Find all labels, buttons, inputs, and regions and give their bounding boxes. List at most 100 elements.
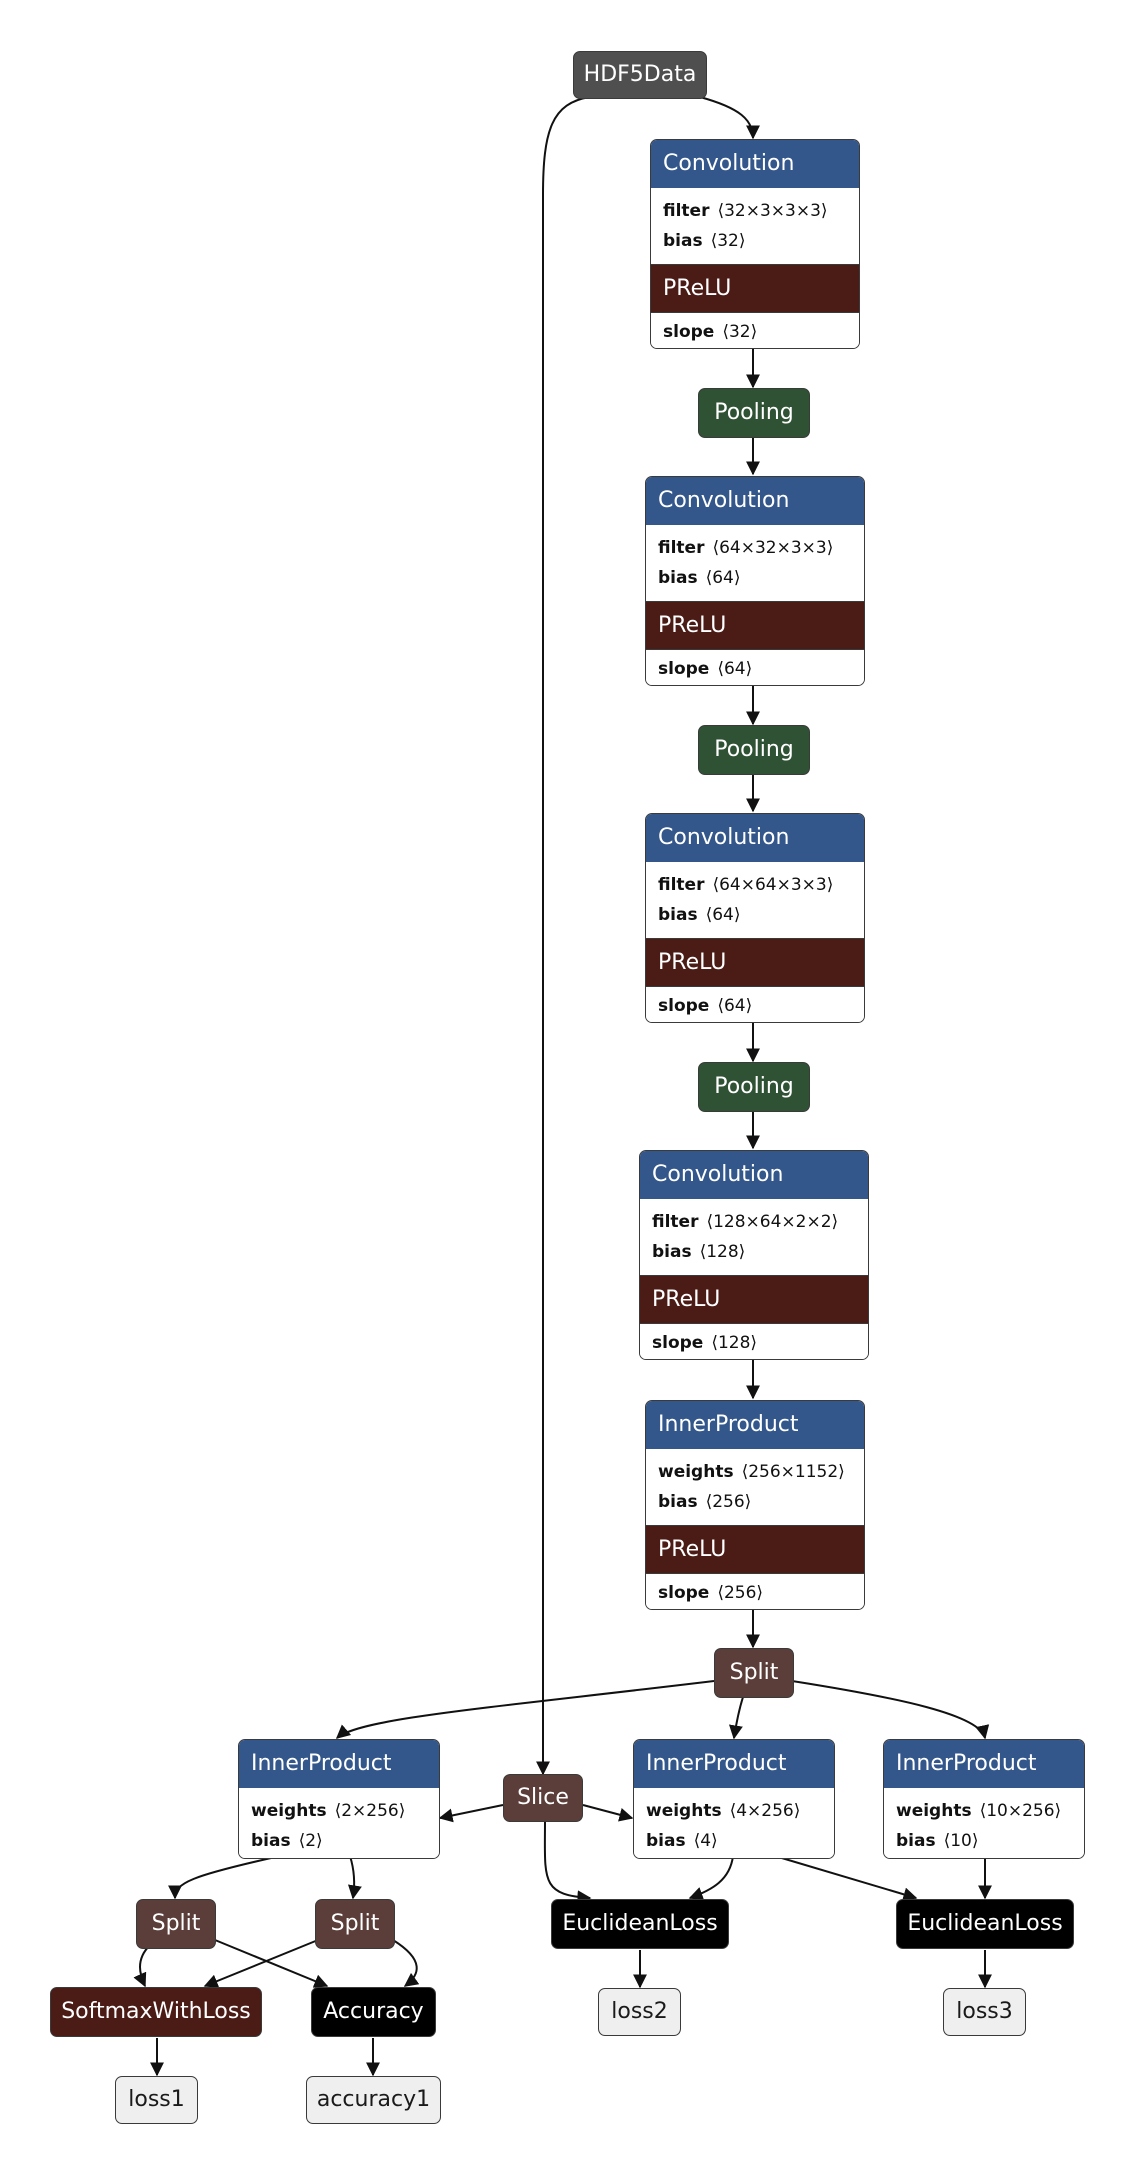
slope-shape: ⟨64⟩ bbox=[717, 658, 753, 679]
hdf5data-node[interactable]: HDF5Data bbox=[573, 51, 707, 99]
split-a-node[interactable]: Split bbox=[136, 1899, 216, 1949]
edge-split-a-softmax bbox=[133, 1944, 151, 1988]
innerproduct-fc-params: weights⟨256×1152⟩ bias⟨256⟩ bbox=[646, 1449, 864, 1525]
innerproduct-cls-type: InnerProduct bbox=[251, 1751, 392, 1776]
prelu-5-header: PReLU bbox=[646, 1525, 864, 1573]
edge-ipbbox-euc2 bbox=[774, 1855, 918, 1902]
param-name: slope bbox=[658, 1582, 710, 1603]
param-name: weights bbox=[658, 1461, 734, 1482]
convolution-4-params: filter⟨128×64×2×2⟩ bias⟨128⟩ bbox=[640, 1199, 868, 1275]
accuracy-node[interactable]: Accuracy bbox=[311, 1987, 436, 2037]
pooling-2-label: Pooling bbox=[714, 737, 794, 762]
bias-shape: ⟨64⟩ bbox=[705, 904, 741, 925]
convolution-3-params: filter ⟨64×64×3×3⟩ bias ⟨64⟩ bbox=[646, 862, 864, 938]
filter-shape: ⟨128×64×2×2⟩ bbox=[706, 1211, 839, 1232]
param-name: filter bbox=[663, 200, 710, 221]
innerproduct-bbox-header: InnerProduct bbox=[634, 1740, 834, 1788]
loss2-label: loss2 bbox=[611, 1999, 668, 2024]
param-name: filter bbox=[652, 1211, 699, 1232]
euclidean-loss-1-node[interactable]: EuclideanLoss bbox=[551, 1899, 729, 1949]
param-name: bias bbox=[658, 567, 698, 588]
slice-node[interactable]: Slice bbox=[503, 1774, 583, 1822]
slope-shape: ⟨32⟩ bbox=[722, 321, 758, 342]
param-name: filter bbox=[658, 874, 705, 895]
loss1-blob[interactable]: loss1 bbox=[115, 2076, 198, 2124]
convolution-1-params: filter⟨32×3×3×3⟩ bias⟨32⟩ bbox=[651, 188, 859, 264]
param-name: bias bbox=[663, 230, 703, 251]
edge-split-iplmk bbox=[791, 1680, 990, 1740]
edge-slice-ipbbox bbox=[582, 1804, 634, 1822]
prelu-2-params: slope ⟨64⟩ bbox=[646, 649, 864, 685]
innerproduct-fc-header: InnerProduct bbox=[646, 1401, 864, 1449]
edge-split-a-accuracy bbox=[214, 1939, 329, 1988]
innerproduct-bbox-params: weights⟨4×256⟩ bias⟨4⟩ bbox=[634, 1788, 834, 1858]
prelu-4-header: PReLU bbox=[640, 1275, 868, 1323]
innerproduct-landmark-node[interactable]: InnerProduct weights⟨10×256⟩ bias⟨10⟩ bbox=[883, 1739, 1085, 1859]
loss1-label: loss1 bbox=[128, 2087, 185, 2112]
edge-split-ipbbox bbox=[728, 1696, 744, 1740]
slope-shape: ⟨256⟩ bbox=[717, 1582, 764, 1603]
convolution-4-type: Convolution bbox=[652, 1162, 784, 1187]
convolution-1-type: Convolution bbox=[663, 151, 795, 176]
softmax-with-loss-label: SoftmaxWithLoss bbox=[61, 1999, 251, 2024]
filter-shape: ⟨64×64×3×3⟩ bbox=[712, 874, 834, 895]
accuracy1-blob[interactable]: accuracy1 bbox=[306, 2076, 441, 2124]
convolution-3-header: Convolution bbox=[646, 814, 864, 862]
param-name: slope bbox=[658, 995, 710, 1016]
loss3-blob[interactable]: loss3 bbox=[943, 1988, 1026, 2036]
convolution-4-node[interactable]: Convolution filter⟨128×64×2×2⟩ bias⟨128⟩… bbox=[639, 1150, 869, 1360]
bias-shape: ⟨2⟩ bbox=[298, 1830, 323, 1851]
euclidean-loss-2-label: EuclideanLoss bbox=[907, 1911, 1063, 1936]
param-name: slope bbox=[658, 658, 710, 679]
split-main-label: Split bbox=[729, 1660, 779, 1685]
convolution-3-type: Convolution bbox=[658, 825, 790, 850]
param-name: bias bbox=[251, 1830, 291, 1851]
accuracy-label: Accuracy bbox=[323, 1999, 424, 2024]
convolution-2-node[interactable]: Convolution filter ⟨64×32×3×3⟩ bias ⟨64⟩ P… bbox=[645, 476, 865, 686]
edge-ipbbox-euc1 bbox=[688, 1855, 734, 1901]
prelu-1-label: PReLU bbox=[663, 275, 732, 301]
param-name: bias bbox=[652, 1241, 692, 1262]
bias-shape: ⟨4⟩ bbox=[693, 1830, 718, 1851]
softmax-with-loss-node[interactable]: SoftmaxWithLoss bbox=[50, 1987, 262, 2037]
split-b-label: Split bbox=[330, 1911, 380, 1936]
convolution-2-header: Convolution bbox=[646, 477, 864, 525]
filter-shape: ⟨64×32×3×3⟩ bbox=[712, 537, 834, 558]
convolution-2-type: Convolution bbox=[658, 488, 790, 513]
euclidean-loss-2-node[interactable]: EuclideanLoss bbox=[896, 1899, 1074, 1949]
weights-shape: ⟨4×256⟩ bbox=[729, 1800, 801, 1821]
prelu-5-params: slope ⟨256⟩ bbox=[646, 1573, 864, 1609]
pooling-3-node[interactable]: Pooling bbox=[698, 1062, 810, 1112]
innerproduct-cls-header: InnerProduct bbox=[239, 1740, 439, 1788]
pooling-1-label: Pooling bbox=[714, 400, 794, 425]
loss2-blob[interactable]: loss2 bbox=[598, 1988, 681, 2036]
convolution-3-node[interactable]: Convolution filter ⟨64×64×3×3⟩ bias ⟨64⟩ P… bbox=[645, 813, 865, 1023]
edge-split-b-accuracy bbox=[392, 1939, 420, 1987]
split-b-node[interactable]: Split bbox=[315, 1899, 395, 1949]
convolution-1-header: Convolution bbox=[651, 140, 859, 188]
param-name: bias bbox=[646, 1830, 686, 1851]
innerproduct-bbox-type: InnerProduct bbox=[646, 1751, 787, 1776]
pooling-2-node[interactable]: Pooling bbox=[698, 725, 810, 775]
prelu-2-header: PReLU bbox=[646, 601, 864, 649]
param-name: slope bbox=[663, 321, 715, 342]
loss3-label: loss3 bbox=[956, 1999, 1013, 2024]
innerproduct-fc-type: InnerProduct bbox=[658, 1412, 799, 1437]
edge-ipcls-split-a bbox=[168, 1855, 281, 1900]
bias-shape: ⟨10⟩ bbox=[943, 1830, 979, 1851]
param-name: filter bbox=[658, 537, 705, 558]
split-main-node[interactable]: Split bbox=[714, 1648, 794, 1698]
innerproduct-fc-node[interactable]: InnerProduct weights⟨256×1152⟩ bias⟨256⟩… bbox=[645, 1400, 865, 1610]
innerproduct-bbox-node[interactable]: InnerProduct weights⟨4×256⟩ bias⟨4⟩ bbox=[633, 1739, 835, 1859]
prelu-3-label: PReLU bbox=[658, 949, 727, 975]
filter-shape: ⟨32×3×3×3⟩ bbox=[717, 200, 828, 221]
prelu-2-label: PReLU bbox=[658, 612, 727, 638]
convolution-1-node[interactable]: Convolution filter ⟨32×3×3×3⟩ bias ⟨32⟩ PR… bbox=[650, 139, 860, 349]
innerproduct-landmark-type: InnerProduct bbox=[896, 1751, 1037, 1776]
slope-shape: ⟨64⟩ bbox=[717, 995, 753, 1016]
innerproduct-cls-node[interactable]: InnerProduct weights⟨2×256⟩ bias⟨2⟩ bbox=[238, 1739, 440, 1859]
weights-shape: ⟨2×256⟩ bbox=[334, 1800, 406, 1821]
pooling-1-node[interactable]: Pooling bbox=[698, 388, 810, 438]
param-name: bias bbox=[658, 904, 698, 925]
